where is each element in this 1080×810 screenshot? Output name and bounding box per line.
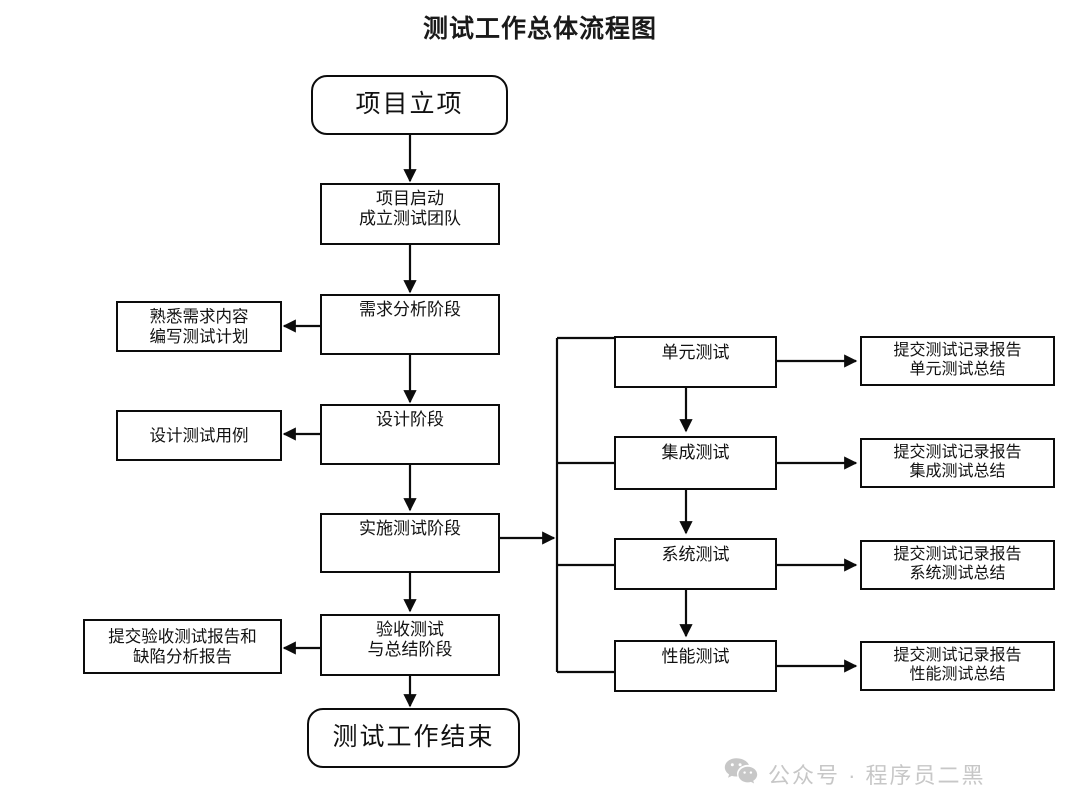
node-kickoff: 项目启动 成立测试团队 bbox=[320, 183, 500, 245]
node-requirement-output: 熟悉需求内容 编写测试计划 bbox=[116, 301, 282, 352]
node-requirement-stage-label: 需求分析阶段 bbox=[359, 300, 461, 319]
node-test-performance: 性能测试 bbox=[614, 640, 777, 692]
page-title: 测试工作总体流程图 bbox=[422, 15, 657, 43]
node-start-label: 项目立项 bbox=[355, 91, 464, 119]
node-report-system-line-1: 提交测试记录报告 bbox=[893, 546, 1022, 564]
node-acceptance-stage: 验收测试 与总结阶段 bbox=[320, 614, 500, 676]
node-report-performance-line-2: 性能测试总结 bbox=[909, 666, 1006, 683]
node-report-integration: 提交测试记录报告 集成测试总结 bbox=[860, 438, 1055, 488]
node-end: 测试工作结束 bbox=[307, 708, 520, 768]
node-report-performance: 提交测试记录报告 性能测试总结 bbox=[860, 641, 1055, 691]
node-report-unit-line-1: 提交测试记录报告 bbox=[893, 342, 1022, 360]
node-report-integration-line-1: 提交测试记录报告 bbox=[893, 444, 1022, 462]
node-test-performance-label: 性能测试 bbox=[661, 647, 730, 666]
node-report-unit: 提交测试记录报告 单元测试总结 bbox=[860, 336, 1055, 386]
node-report-unit-line-2: 单元测试总结 bbox=[909, 361, 1006, 378]
node-report-system-line-2: 系统测试总结 bbox=[909, 565, 1006, 582]
watermark: 公众号 · 程序员二黑 bbox=[724, 757, 986, 791]
node-test-integration: 集成测试 bbox=[614, 436, 777, 490]
node-design-output: 设计测试用例 bbox=[116, 410, 282, 461]
node-acceptance-output-line-1: 提交验收测试报告和 bbox=[108, 627, 257, 647]
node-requirement-output-line-1: 熟悉需求内容 bbox=[149, 307, 249, 327]
node-acceptance-stage-line-2: 与总结阶段 bbox=[367, 640, 453, 660]
node-acceptance-output: 提交验收测试报告和 缺陷分析报告 bbox=[83, 619, 282, 674]
node-test-unit-label: 单元测试 bbox=[661, 343, 730, 362]
node-test-unit: 单元测试 bbox=[614, 336, 777, 388]
node-test-system: 系统测试 bbox=[614, 538, 777, 590]
node-design-stage-label: 设计阶段 bbox=[376, 410, 444, 429]
node-execute-stage-label: 实施测试阶段 bbox=[359, 519, 461, 538]
node-execute-stage: 实施测试阶段 bbox=[320, 513, 500, 573]
node-kickoff-line-1: 项目启动 bbox=[376, 189, 444, 208]
node-test-system-label: 系统测试 bbox=[661, 545, 730, 564]
node-design-stage: 设计阶段 bbox=[320, 404, 500, 465]
node-design-output-label: 设计测试用例 bbox=[149, 425, 249, 445]
wechat-icon bbox=[724, 757, 758, 791]
node-kickoff-line-2: 成立测试团队 bbox=[359, 209, 461, 229]
node-report-system: 提交测试记录报告 系统测试总结 bbox=[860, 540, 1055, 590]
node-requirement-stage: 需求分析阶段 bbox=[320, 294, 500, 355]
watermark-text: 公众号 · 程序员二黑 bbox=[768, 763, 986, 788]
node-requirement-output-line-2: 编写测试计划 bbox=[149, 326, 249, 346]
node-start: 项目立项 bbox=[311, 75, 508, 135]
node-acceptance-stage-line-1: 验收测试 bbox=[376, 620, 444, 639]
node-acceptance-output-line-2: 缺陷分析报告 bbox=[133, 646, 232, 666]
node-report-integration-line-2: 集成测试总结 bbox=[909, 463, 1006, 480]
node-test-integration-label: 集成测试 bbox=[661, 443, 730, 462]
node-report-performance-line-1: 提交测试记录报告 bbox=[893, 647, 1022, 665]
node-end-label: 测试工作结束 bbox=[332, 724, 495, 752]
